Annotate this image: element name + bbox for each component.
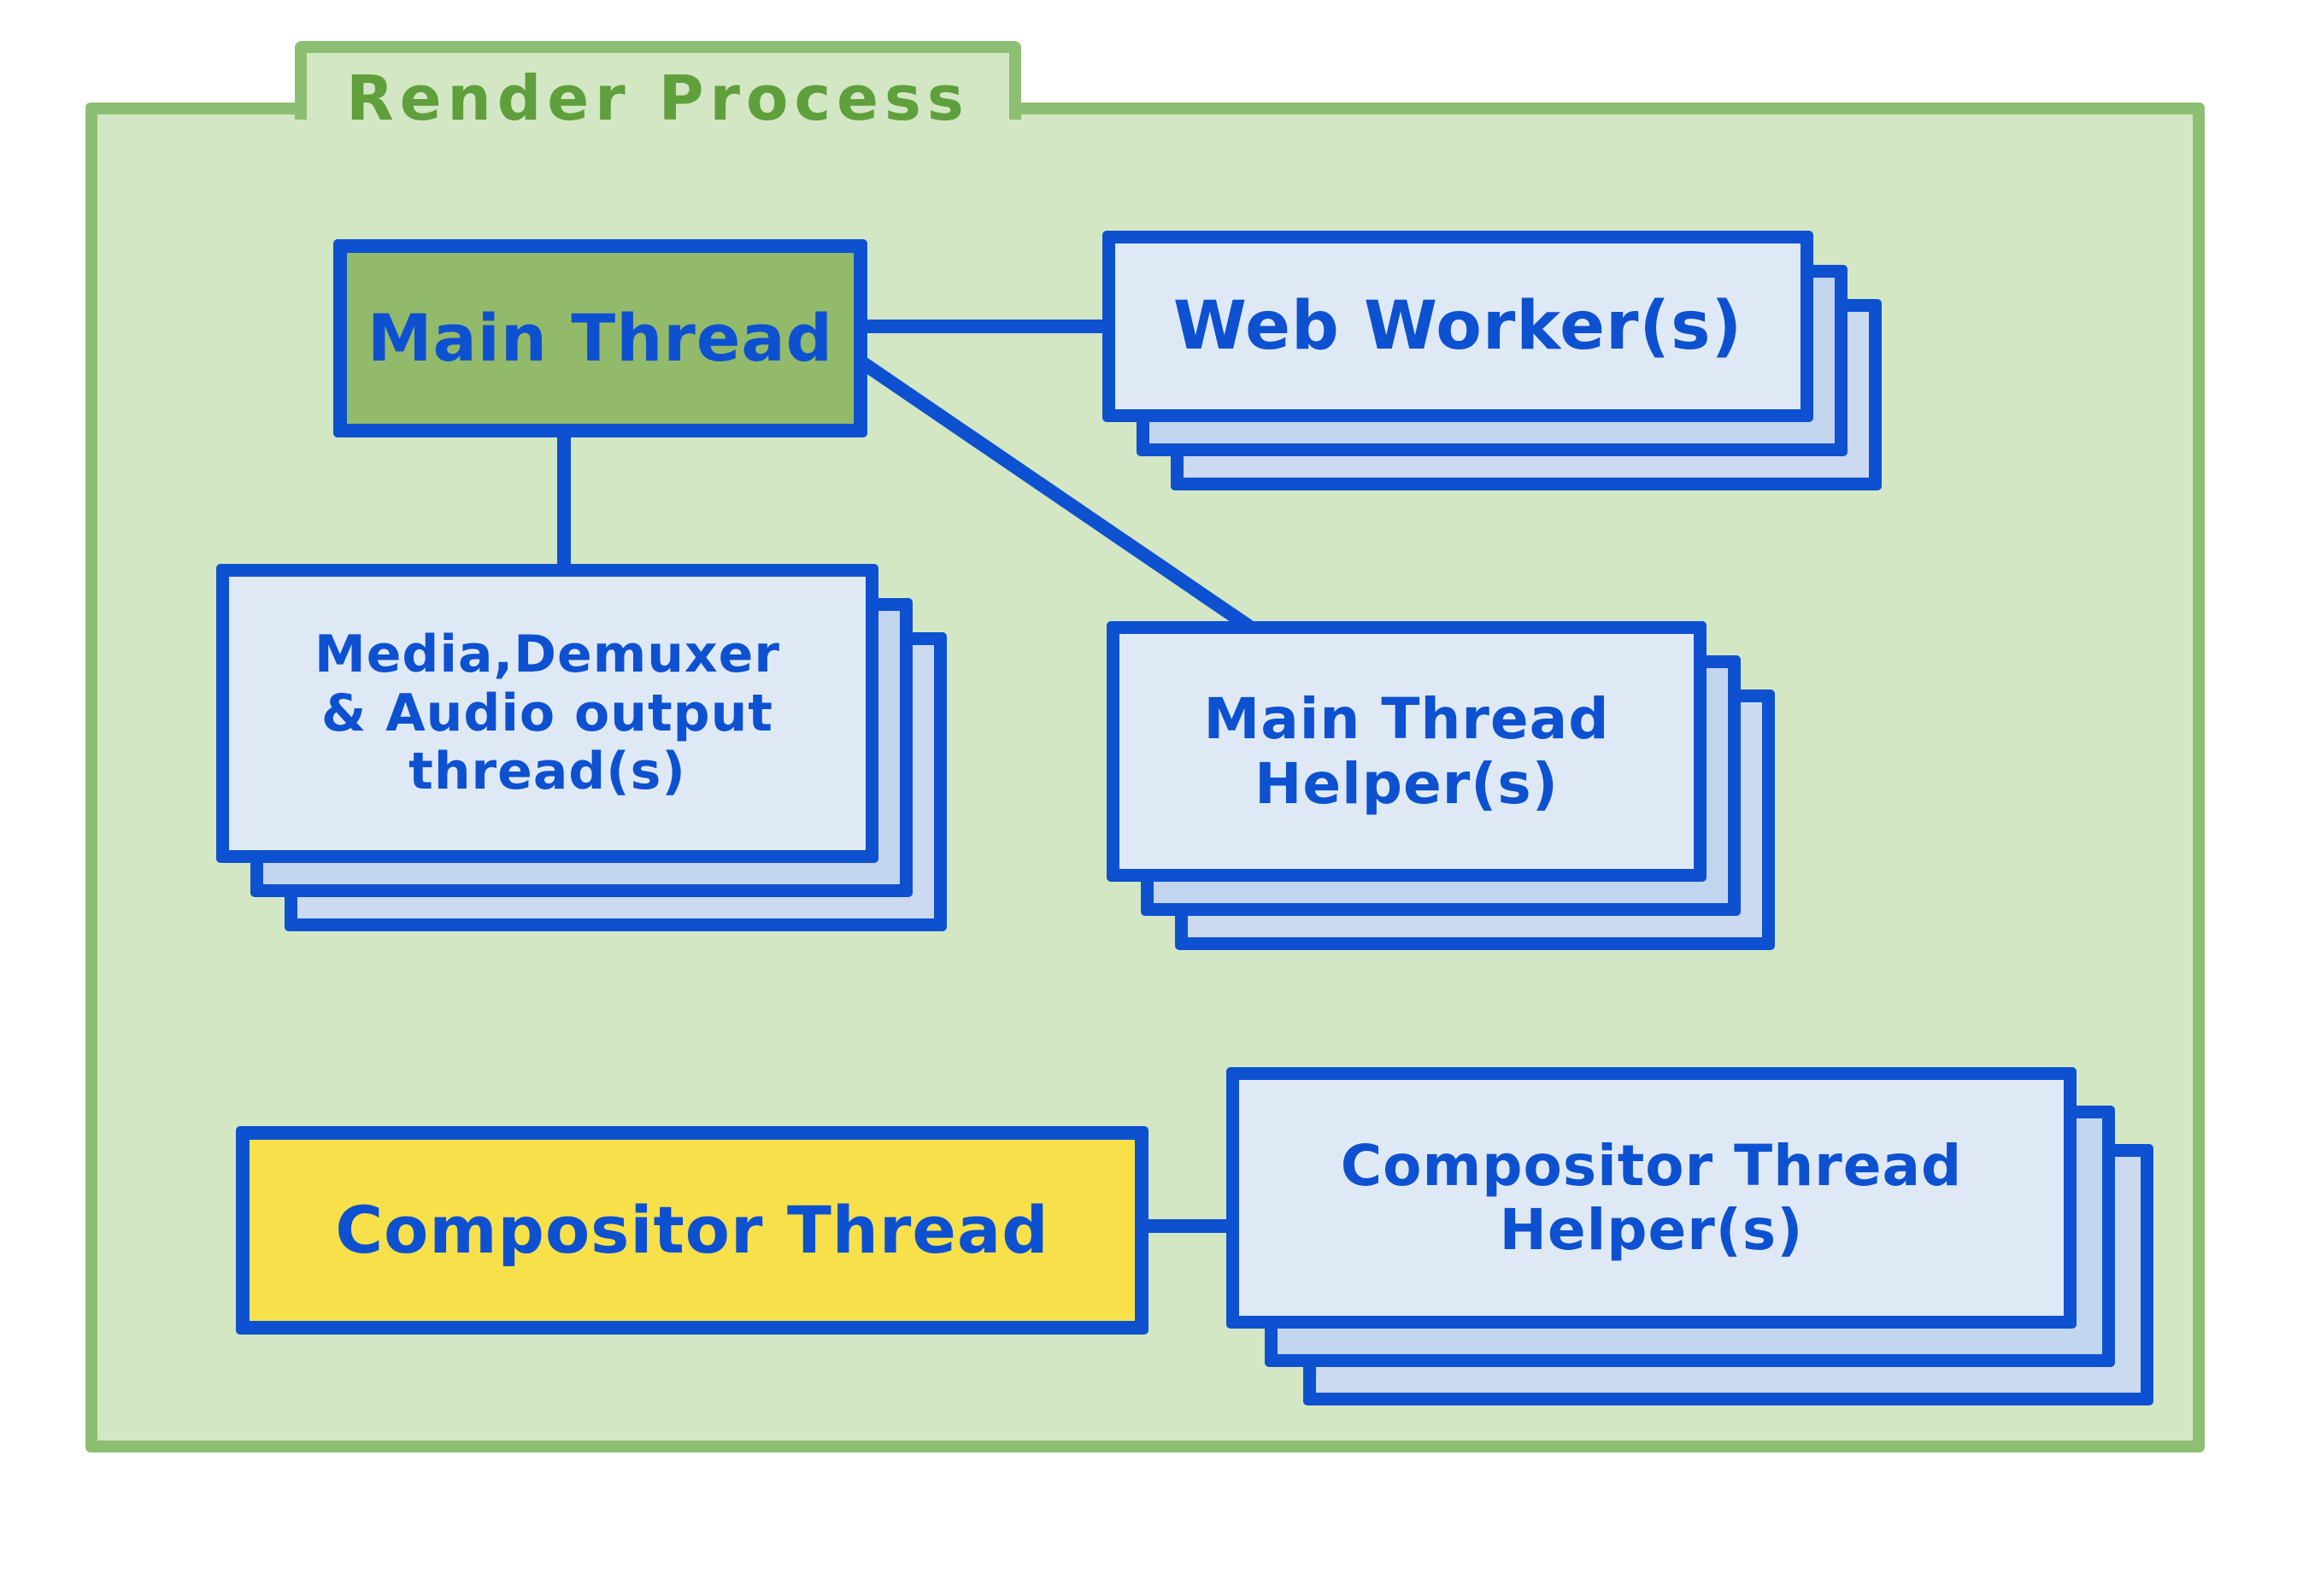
media-label-line-2: & Audio output [321,683,773,743]
compositor-thread-helpers-stack: Compositor Thread Helper(s) [1226,1067,2156,1407]
connector-main-thread-main-thread-helpers [856,356,1254,632]
media-demuxer-audio-stack: Media,Demuxer & Audio output thread(s) [216,564,949,933]
compositor-thread-box: Compositor Thread [236,1126,1148,1335]
compositor-thread-helpers-label: Compositor Thread Helper(s) [1340,1132,1963,1263]
compositor-helpers-line-2: Helper(s) [1499,1197,1804,1263]
main-thread-helpers-stack: Main Thread Helper(s) [1107,621,1777,952]
main-thread-helpers-box: Main Thread Helper(s) [1107,621,1707,882]
diagram-title: Render Process [346,62,970,134]
compositor-helpers-line-1: Compositor Thread [1340,1132,1963,1199]
compositor-thread-label: Compositor Thread [335,1192,1049,1269]
main-thread-helpers-line-2: Helper(s) [1254,750,1559,817]
web-workers-label: Web Worker(s) [1172,287,1743,365]
main-thread-helpers-label: Main Thread Helper(s) [1203,686,1610,817]
main-thread-helpers-line-1: Main Thread [1203,686,1610,753]
render-process-tab: Render Process [295,41,1021,134]
media-label-line-1: Media,Demuxer [314,625,780,685]
media-label-line-3: thread(s) [408,742,686,802]
media-demuxer-audio-box: Media,Demuxer & Audio output thread(s) [216,564,878,863]
web-workers-stack: Web Worker(s) [1102,231,1884,491]
main-thread-box: Main Thread [333,239,867,437]
media-demuxer-audio-label: Media,Demuxer & Audio output thread(s) [314,625,780,801]
web-workers-box: Web Worker(s) [1102,231,1813,422]
main-thread-label: Main Thread [367,300,834,377]
compositor-thread-helpers-box: Compositor Thread Helper(s) [1226,1067,2077,1329]
